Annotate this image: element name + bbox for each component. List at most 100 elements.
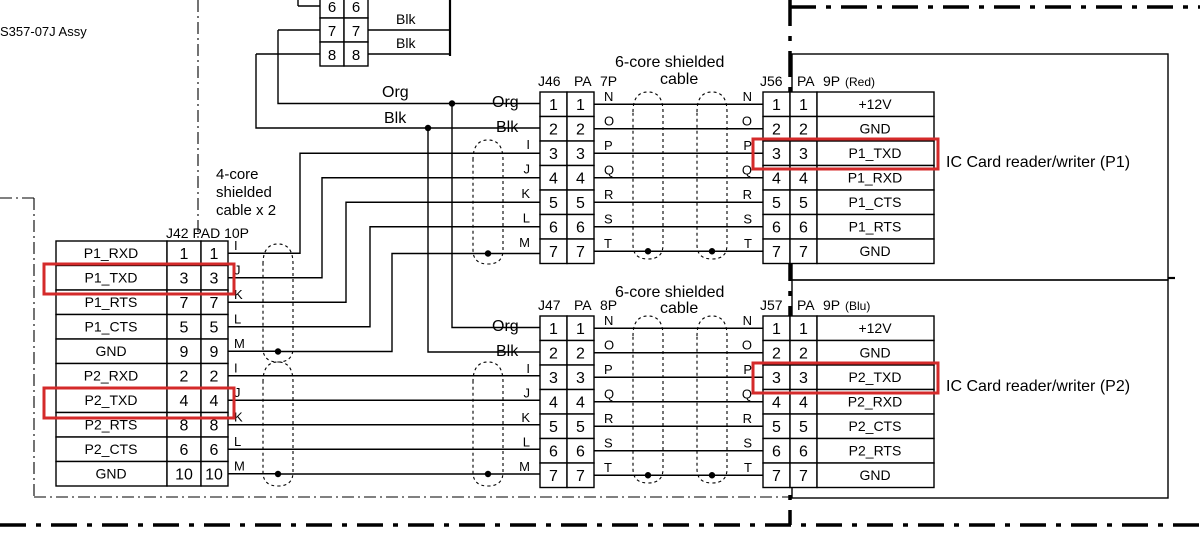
j42-pad-pin-cell bbox=[200, 362, 229, 389]
j47-pin-number: 7 bbox=[549, 468, 558, 485]
j46-pin-cell bbox=[566, 140, 595, 167]
j56-pin-number: 5 bbox=[799, 195, 808, 212]
j46-pin-number: 5 bbox=[549, 195, 558, 212]
j57-pin-cell bbox=[789, 462, 818, 489]
j56-left-letter: R bbox=[743, 187, 752, 202]
j57-signal-cell bbox=[816, 315, 935, 342]
j42-pad-pin-number: 6 bbox=[210, 442, 219, 459]
j46-pin-number: 3 bbox=[576, 146, 585, 163]
j47-pin-cell bbox=[566, 339, 595, 366]
j42-signal-cell bbox=[55, 460, 168, 487]
j46-pin-cell bbox=[566, 213, 595, 240]
j46-right-letter: R bbox=[604, 187, 613, 202]
j46-org-label: Org bbox=[492, 94, 519, 111]
j46-pin-cell bbox=[539, 238, 568, 265]
j46-pin-number: 5 bbox=[576, 195, 585, 212]
j56-pin-cell bbox=[789, 140, 818, 167]
j42-pad-pin-number: 8 bbox=[210, 418, 219, 435]
j47-label: J47 bbox=[538, 297, 561, 313]
j42-pin-cell bbox=[166, 436, 202, 463]
j46-right-letter: N bbox=[604, 89, 613, 104]
cable6-bottom-label-line2: cable bbox=[660, 300, 698, 317]
j46-right-letter: S bbox=[604, 212, 613, 227]
junction-dot bbox=[644, 472, 652, 479]
top-partial-pin-number: 7 bbox=[328, 23, 336, 40]
j57-signal-label: GND bbox=[859, 467, 890, 483]
j42-signal-label: GND bbox=[95, 343, 126, 359]
top-partial-pin-number: 8 bbox=[328, 47, 336, 64]
j56-device-label: IC Card reader/writer (P1) bbox=[946, 154, 1130, 171]
j56-signal-cell bbox=[816, 115, 935, 142]
j57-left-letter: R bbox=[743, 411, 752, 426]
j57-pin-number: 7 bbox=[772, 468, 781, 485]
j42-wire-letter: J bbox=[234, 263, 241, 278]
j42-pin-number: 3 bbox=[180, 271, 189, 288]
highlight-j42-p1-txd bbox=[42, 262, 236, 296]
j42-signal-label: P2_TXD bbox=[85, 392, 138, 408]
j56-pin-cell bbox=[789, 189, 818, 216]
j42-pin-number: 1 bbox=[180, 246, 189, 263]
j47-left-letter: M bbox=[519, 459, 530, 474]
j46-pin-number: 4 bbox=[549, 171, 558, 188]
top-partial-pin-number: 6 bbox=[352, 0, 360, 16]
j42-pad-pin-cell bbox=[200, 338, 229, 365]
j57-signal-cell bbox=[816, 339, 935, 366]
j56-pin-number: 1 bbox=[799, 97, 808, 114]
j56-signal-label: P1_RTS bbox=[849, 219, 902, 235]
j42-wire-letter: K bbox=[234, 287, 243, 302]
j57-left-letter: P bbox=[743, 362, 752, 377]
cable6-bottom-shield bbox=[696, 315, 728, 484]
j56-pin-number: 7 bbox=[772, 244, 781, 261]
j56-left-letter: P bbox=[743, 138, 752, 153]
top-partial-pin-cell bbox=[343, 41, 369, 67]
j47-right-letter: O bbox=[604, 338, 614, 353]
j47-pin-number: 4 bbox=[576, 395, 585, 412]
j56-pin-number: 2 bbox=[772, 122, 781, 139]
j46-pin-number: 6 bbox=[549, 220, 558, 237]
highlight-j42-p2-txd bbox=[42, 386, 236, 420]
j42-wire-letter: I bbox=[234, 238, 238, 253]
j47-left-letter: K bbox=[521, 410, 530, 425]
top-partial-pin-number: 7 bbox=[352, 23, 360, 40]
j56-pin-cell bbox=[789, 238, 818, 265]
j57-signal-label: GND bbox=[859, 345, 890, 361]
j56-pin-number: 4 bbox=[799, 171, 808, 188]
j57-signal-cell bbox=[816, 413, 935, 440]
j47-pin-cell bbox=[539, 388, 568, 415]
j47-pin-number: 6 bbox=[576, 444, 585, 461]
j46-pin-cell bbox=[539, 115, 568, 142]
j46-pin-number: 2 bbox=[549, 122, 558, 139]
j46-pin-cell bbox=[566, 189, 595, 216]
j56-left-letter: N bbox=[743, 89, 752, 104]
j47-org-label: Org bbox=[492, 318, 519, 335]
j57-signal-label: P2_CTS bbox=[849, 418, 902, 434]
j42-signal-label: P2_RTS bbox=[85, 417, 138, 433]
cable4-label-line1: 4-core bbox=[216, 166, 259, 183]
j56-signal-label: +12V bbox=[858, 96, 892, 112]
assembly-label: S357-07J Assy bbox=[0, 24, 87, 39]
highlight-j56-p1-txd bbox=[751, 137, 940, 171]
j57-pin-number: 4 bbox=[799, 395, 808, 412]
j42-signal-label: P1_RTS bbox=[85, 294, 138, 310]
j42-pin-cell bbox=[166, 240, 202, 267]
j56-pin-number: 1 bbox=[772, 97, 781, 114]
j56-pin-number: 3 bbox=[772, 146, 781, 163]
j46-left-letter: K bbox=[521, 186, 530, 201]
j56-left-letter: T bbox=[744, 236, 752, 251]
j56-pin-number: 6 bbox=[799, 220, 808, 237]
junction-dot bbox=[448, 100, 456, 107]
j47-right-letter: P bbox=[604, 362, 613, 377]
j56-signal-label: P1_TXD bbox=[849, 145, 902, 161]
j46-blk-label: Blk bbox=[496, 119, 519, 136]
cable6-bottom-label-line1: 6-core shielded bbox=[615, 284, 724, 301]
j47-left-letter: J bbox=[524, 386, 531, 401]
j47-right-letter: S bbox=[604, 436, 613, 451]
j46-left-letter: J bbox=[524, 162, 531, 177]
j57-signal-label: P2_RXD bbox=[848, 394, 902, 410]
j56-pin-cell bbox=[789, 213, 818, 240]
j46-right-letter: T bbox=[604, 236, 612, 251]
j42-signal-cell bbox=[55, 436, 168, 463]
j42-wire-letter: L bbox=[234, 312, 241, 327]
j47-pin-cell bbox=[539, 462, 568, 489]
j47-pin-number: 5 bbox=[549, 419, 558, 436]
